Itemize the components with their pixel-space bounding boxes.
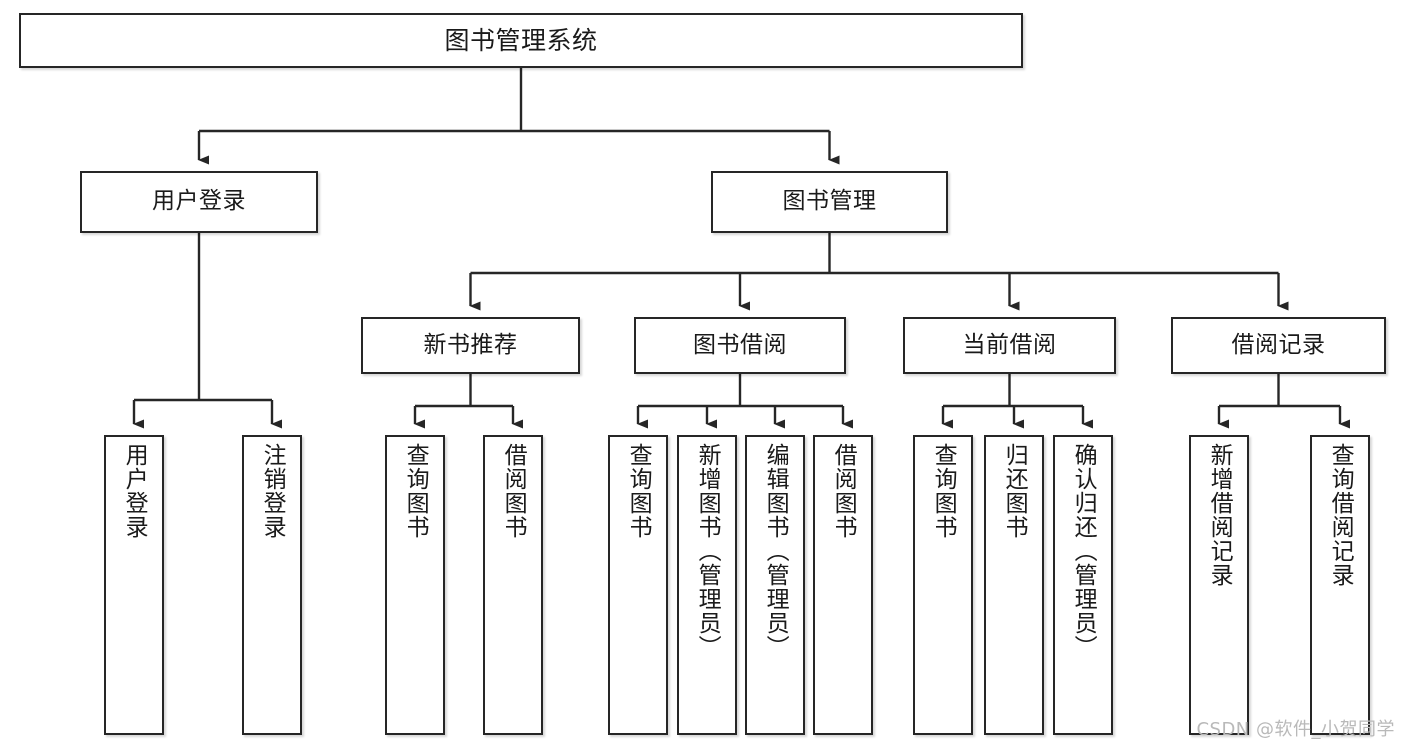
node-label: 新书推荐: [423, 331, 518, 358]
node-label: 查询借阅记录: [1327, 443, 1354, 587]
node-label: 归还图书: [1001, 443, 1028, 539]
node-leaf-logout-login[interactable]: 注销登录: [242, 435, 302, 735]
node-leaf-add-book-admin[interactable]: 新增图书（管理员）: [677, 435, 737, 735]
node-leaf-edit-book-admin[interactable]: 编辑图书（管理员）: [745, 435, 805, 735]
node-leaf-borrow-book-borrow[interactable]: 借阅图书: [813, 435, 873, 735]
node-label: 确认归还（管理员）: [1070, 443, 1097, 659]
node-leaf-confirm-return-admin[interactable]: 确认归还（管理员）: [1053, 435, 1113, 735]
node-leaf-query-book-current[interactable]: 查询图书: [913, 435, 973, 735]
node-leaf-return-book[interactable]: 归还图书: [984, 435, 1044, 735]
node-label: 新增图书（管理员）: [694, 443, 721, 659]
node-label: 图书借阅: [693, 331, 787, 358]
node-label: 图书管理: [782, 188, 877, 215]
node-label: 查询图书: [930, 443, 957, 539]
node-leaf-user-login[interactable]: 用户登录: [104, 435, 164, 735]
node-label: 图书管理系统: [444, 25, 598, 55]
node-label: 用户登录: [152, 188, 246, 215]
node-label: 查询图书: [625, 443, 652, 539]
node-leaf-query-borrow-record[interactable]: 查询借阅记录: [1310, 435, 1370, 735]
node-book-borrow[interactable]: 图书借阅: [634, 317, 846, 374]
node-label: 查询图书: [402, 443, 429, 539]
node-label: 借阅图书: [830, 443, 857, 539]
node-leaf-query-book-rec[interactable]: 查询图书: [385, 435, 445, 735]
node-leaf-query-book-borrow[interactable]: 查询图书: [608, 435, 668, 735]
node-leaf-borrow-book-rec[interactable]: 借阅图书: [483, 435, 543, 735]
node-borrow-record[interactable]: 借阅记录: [1171, 317, 1386, 374]
node-label: 借阅图书: [500, 443, 527, 539]
node-label: 当前借阅: [962, 331, 1057, 358]
node-current-borrow[interactable]: 当前借阅: [903, 317, 1116, 374]
node-label: 编辑图书（管理员）: [762, 443, 789, 659]
node-book-management[interactable]: 图书管理: [711, 171, 948, 233]
node-label: 用户登录: [121, 443, 148, 539]
node-label: 注销登录: [259, 443, 286, 539]
node-root[interactable]: 图书管理系统: [19, 13, 1023, 68]
node-label: 借阅记录: [1231, 331, 1326, 358]
csdn-watermark: CSDN @软件_小贺同学: [1196, 719, 1395, 740]
node-label: 新增借阅记录: [1206, 443, 1233, 587]
node-new-book-recommend[interactable]: 新书推荐: [361, 317, 580, 374]
node-leaf-add-borrow-record[interactable]: 新增借阅记录: [1189, 435, 1249, 735]
node-user-login[interactable]: 用户登录: [80, 171, 318, 233]
